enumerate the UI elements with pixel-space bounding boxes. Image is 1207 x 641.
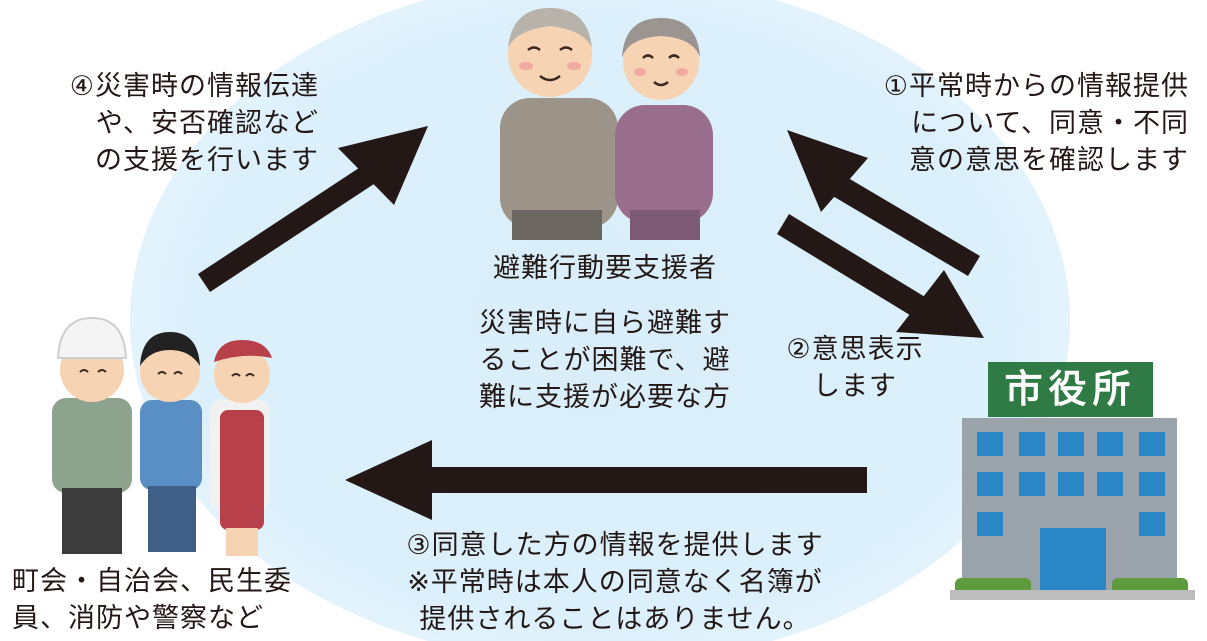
apron-woman-figure — [210, 340, 272, 556]
supporters-illustration — [52, 316, 272, 556]
elderly-description-line: ることが困難で、避 — [479, 345, 731, 376]
step3-main: ③同意した方の情報を提供します — [406, 530, 824, 561]
supporters-label: 町会・自治会、民生委 員、消防や警察など — [12, 563, 292, 637]
step4-line: ④災害時の情報伝達 — [69, 71, 319, 102]
arrow-step4 — [198, 126, 428, 292]
city-hall-illustration — [950, 362, 1195, 600]
step4-text: ④災害時の情報伝達 や、安否確認など の支援を行います — [70, 68, 319, 179]
young-man-figure — [140, 332, 202, 552]
worker-figure — [52, 316, 132, 554]
step3-text: ③同意した方の情報を提供します ※平常時は本人の同意なく名簿が 提供されることは… — [360, 527, 870, 638]
step2-text: ②意思表示 します — [770, 331, 940, 405]
city-hall-sign: 市役所 — [1004, 367, 1137, 411]
step1-line: ①平常時からの情報提供 — [883, 71, 1189, 102]
step2-line: します — [813, 371, 897, 402]
step2-line: ②意思表示 — [786, 334, 924, 365]
arrow-step1 — [787, 130, 980, 276]
step1-line: について、同意・不同 — [911, 108, 1189, 139]
elderly-description-line: 災害時に自ら避難す — [479, 308, 731, 339]
arrow-step2 — [777, 214, 984, 338]
supporters-line: 町会・自治会、民生委 — [12, 566, 292, 597]
step4-line: の支援を行います — [95, 145, 319, 176]
elderly-description-line: 難に支援が必要な方 — [479, 382, 731, 413]
elderly-man-figure — [500, 8, 618, 240]
step3-note-line: 提供されることはありません。 — [419, 604, 811, 635]
step4-line: や、安否確認など — [95, 108, 319, 139]
elderly-description: 災害時に自ら避難す ることが困難で、避 難に支援が必要な方 — [440, 305, 770, 416]
arrow-step3 — [345, 440, 867, 520]
step3-note-line: ※平常時は本人の同意なく名簿が — [407, 567, 823, 598]
step1-text: ①平常時からの情報提供 について、同意・不同 意の意思を確認します — [884, 68, 1189, 179]
arrows — [198, 126, 984, 520]
elderly-couple-illustration — [500, 8, 713, 240]
elderly-title: 避難行動要支援者 — [493, 253, 717, 284]
step1-line: 意の意思を確認します — [909, 145, 1189, 176]
elderly-woman-figure — [615, 18, 713, 240]
supporters-line: 員、消防や警察など — [12, 603, 264, 634]
